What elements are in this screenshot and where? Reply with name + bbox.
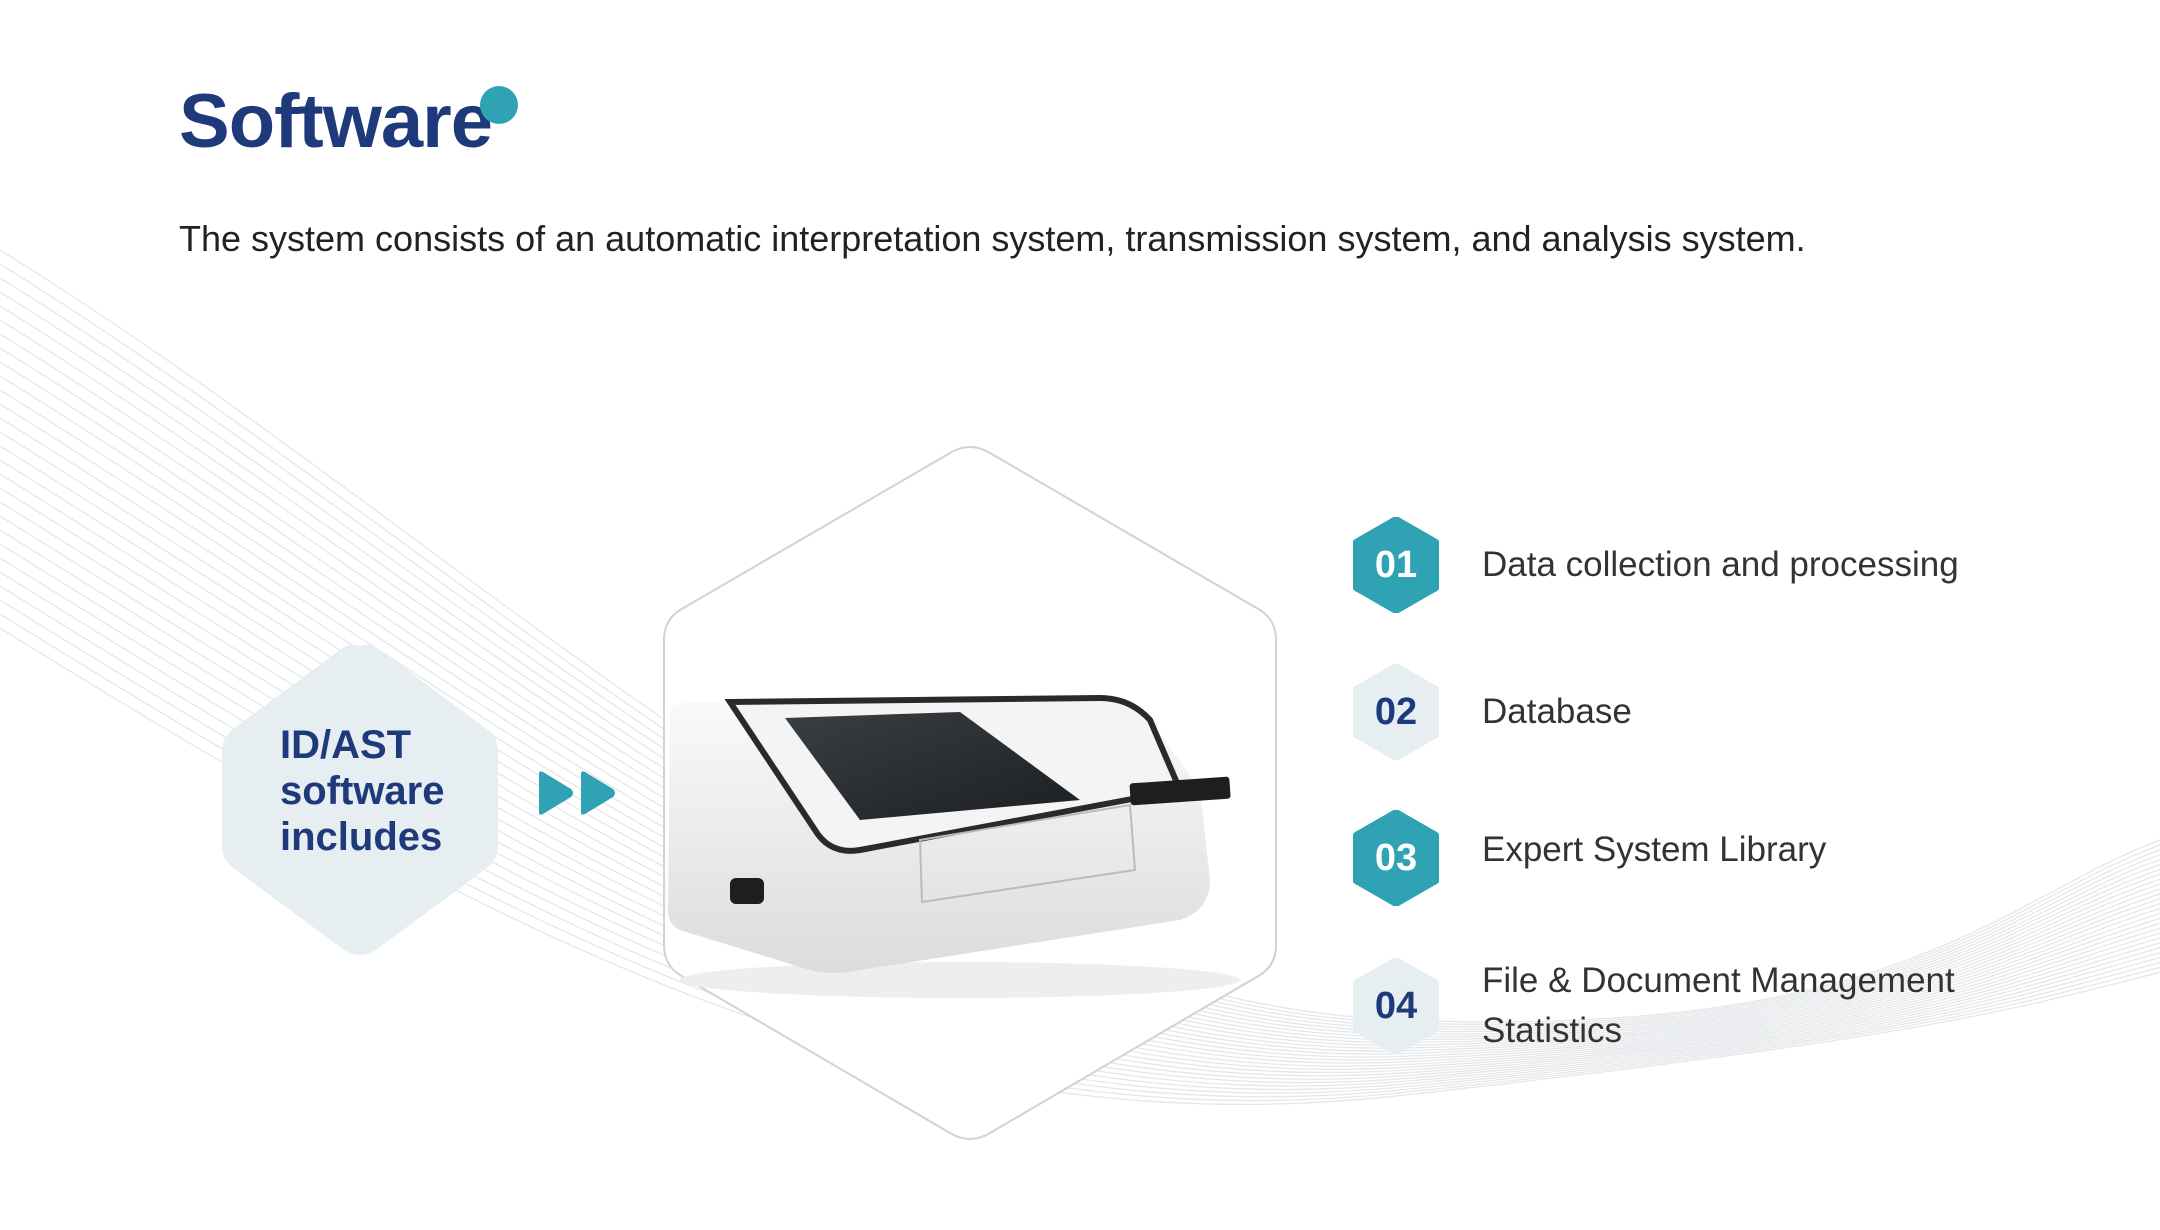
intro-line: software bbox=[280, 769, 445, 813]
feature-item-2: 02 Database bbox=[1352, 664, 1632, 760]
number-hexagon: 04 bbox=[1352, 958, 1440, 1054]
intro-line: includes bbox=[280, 815, 443, 859]
intro-line: ID/AST bbox=[280, 723, 412, 767]
analyzer-device-image bbox=[668, 694, 1240, 998]
number-hexagon: 02 bbox=[1352, 664, 1440, 760]
item-label-line2: Statistics bbox=[1482, 1011, 1623, 1050]
item-label: Database bbox=[1482, 692, 1632, 731]
item-label: Expert System Library bbox=[1482, 830, 1827, 869]
item-number: 01 bbox=[1374, 543, 1418, 586]
feature-item-4: 04 File & Document Management Statistics bbox=[1352, 956, 1955, 1056]
intro-hexagon bbox=[222, 644, 498, 955]
item-number: 03 bbox=[1374, 836, 1418, 879]
item-number: 04 bbox=[1374, 984, 1418, 1027]
feature-item-1: 01 Data collection and processing bbox=[1352, 517, 1959, 613]
intro-text: ID/AST software includes bbox=[280, 722, 480, 860]
title-accent-dot bbox=[480, 86, 518, 124]
number-hexagon: 01 bbox=[1352, 517, 1440, 613]
item-label: Data collection and processing bbox=[1482, 545, 1959, 584]
page-title: Software bbox=[179, 79, 493, 164]
feature-item-3: 03 Expert System Library bbox=[1352, 810, 1826, 906]
item-label: File & Document Management bbox=[1482, 961, 1955, 1000]
number-hexagon: 03 bbox=[1352, 810, 1440, 906]
page-subtitle: The system consists of an automatic inte… bbox=[179, 218, 1806, 259]
item-number: 02 bbox=[1374, 690, 1418, 733]
double-arrow-icon bbox=[539, 771, 615, 815]
item-label-group: File & Document Management Statistics bbox=[1482, 956, 1955, 1056]
